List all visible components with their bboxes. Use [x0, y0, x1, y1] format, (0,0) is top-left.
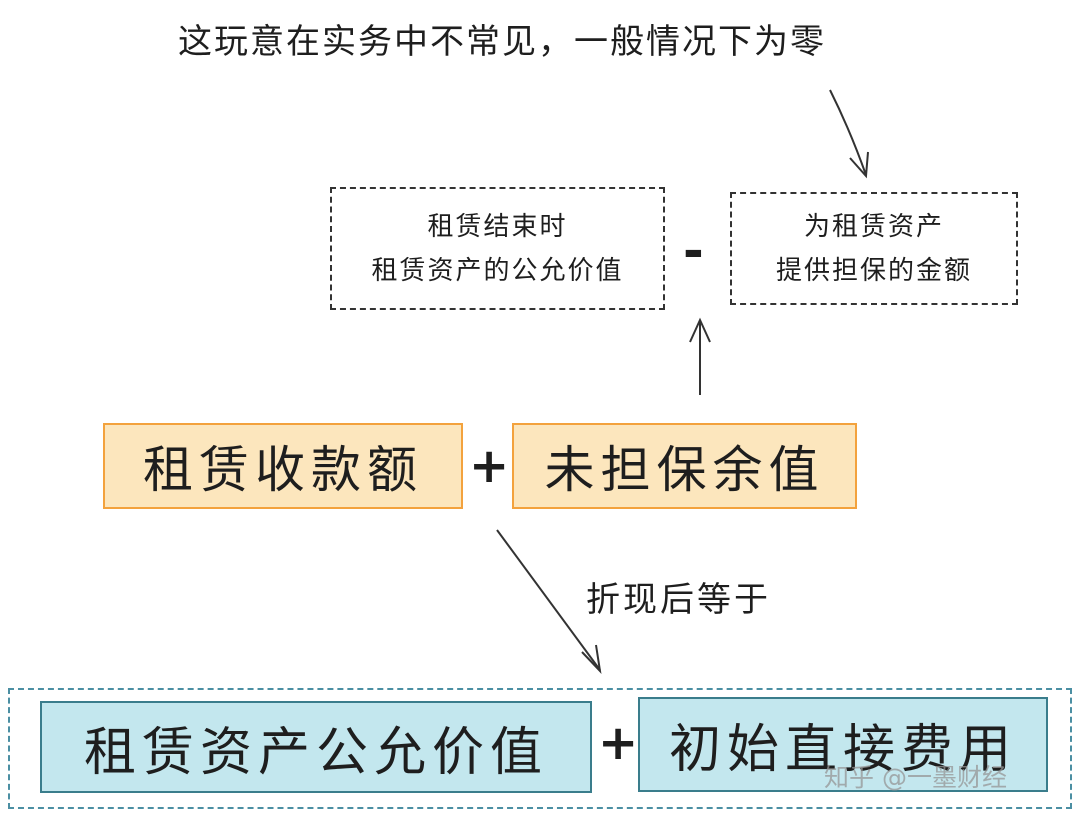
discount-annotation: 折现后等于 [586, 580, 771, 620]
plus-operator-bottom: + [598, 715, 639, 771]
asset-fair-value-box: 租赁资产公允价值 [40, 701, 592, 793]
plus-operator-middle: + [469, 438, 510, 494]
arrow-head-note [849, 151, 869, 179]
arrow-up-head [689, 317, 711, 343]
residual-box-line-1: 租赁结束时 [427, 211, 568, 242]
guarantee-box-line-2: 提供担保的金额 [775, 255, 972, 286]
residual-fair-value-box: 租赁结束时 租赁资产的公允价值 [330, 187, 665, 310]
unguaranteed-residual-box: 未担保余值 [512, 423, 857, 509]
residual-box-line-2: 租赁资产的公允价值 [371, 255, 624, 286]
lease-receipts-box: 租赁收款额 [103, 423, 463, 509]
guarantee-amount-box: 为租赁资产 提供担保的金额 [730, 192, 1018, 305]
bottom-dashed-container [8, 688, 1072, 809]
initial-direct-costs-box: 初始直接费用 [638, 697, 1048, 792]
arrow-note-to-right-box [829, 89, 867, 176]
arrow-down-diagonal [496, 529, 601, 671]
arrow-down-head [581, 644, 602, 675]
guarantee-box-line-1: 为租赁资产 [803, 211, 944, 242]
minus-operator: - [683, 222, 704, 280]
watermark: 知乎 @一墨财经 [824, 763, 1007, 792]
top-annotation: 这玩意在实务中不常见，一般情况下为零 [178, 22, 826, 62]
